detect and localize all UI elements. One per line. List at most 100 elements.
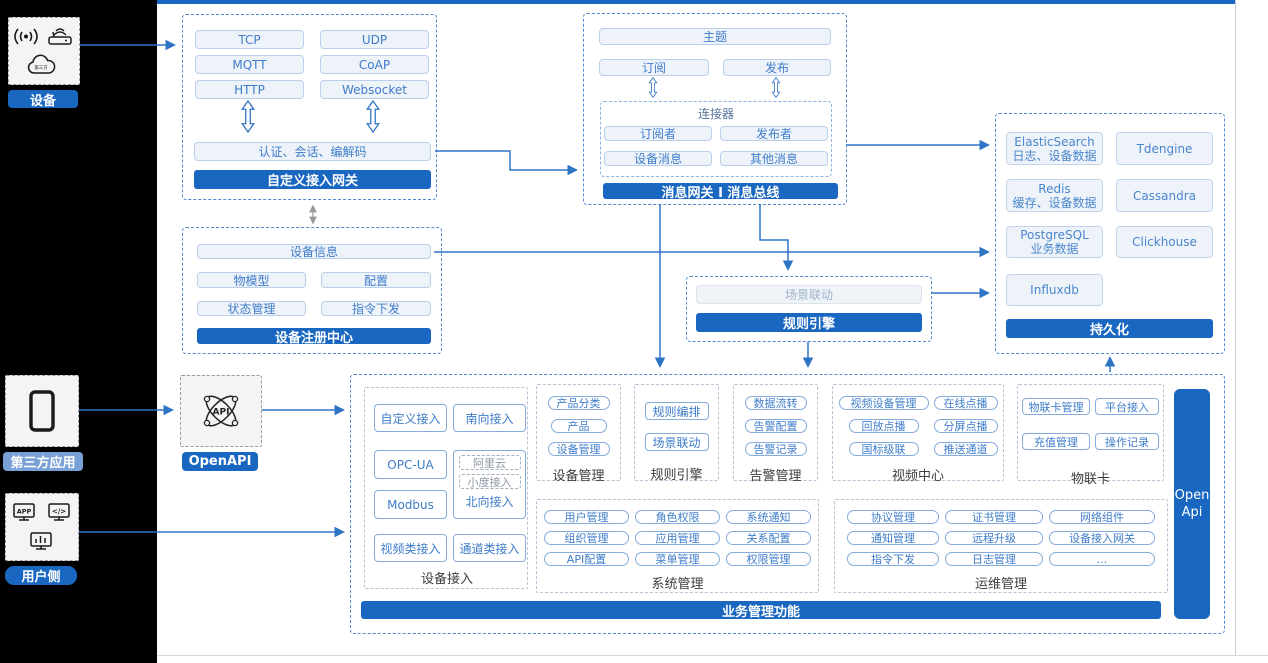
aliyun-access: 阿里云 <box>458 455 521 470</box>
device-access-label: 设备接入 <box>420 572 473 587</box>
store-cassandra: Cassandra <box>1116 179 1213 212</box>
app-mgmt-btn: 应用管理 <box>635 531 720 545</box>
custom-gateway-title-bar: 自定义接入网关 <box>194 170 431 189</box>
org-mgmt-btn: 组织管理 <box>544 531 629 545</box>
opc-ua-btn: OPC-UA <box>374 450 447 479</box>
recharge-mgmt-btn: 充值管理 <box>1022 433 1090 450</box>
message-bus-title-bar: 消息网关 I 消息总线 <box>603 183 838 201</box>
system-mgmt-label: 系统管理 <box>651 577 704 592</box>
northbound-access-label: 北向接入 <box>465 495 514 509</box>
user-side-label: 用户侧 <box>5 566 77 585</box>
system-mgmt-section: 用户管理 角色权限 系统通知 组织管理 应用管理 关系配置 API配置 菜单管理… <box>536 499 819 593</box>
custom-gateway-box: TCP UDP MQTT CoAP HTTP Websocket 认证、会话、编… <box>182 14 437 200</box>
device-mgmt-section: 产品分类 产品 设备管理 设备管理 <box>536 384 621 484</box>
other-message-btn: 其他消息 <box>720 151 828 166</box>
store-name: Cassandra <box>1132 188 1197 203</box>
subscriber-btn: 订阅者 <box>604 126 712 141</box>
store-name: Influxdb <box>1030 283 1079 297</box>
product-btn: 产品 <box>550 419 607 433</box>
command-send-btn: 指令下发 <box>847 552 939 566</box>
video-center-label: 视频中心 <box>891 469 944 484</box>
app-screen-icon <box>13 503 35 521</box>
store-name: Redis <box>1038 181 1071 196</box>
third-party-label: 第三方应用 <box>3 452 83 471</box>
data-flow-btn: 数据流转 <box>744 396 807 410</box>
protocol-mqtt: MQTT <box>195 55 304 74</box>
device-mgmt-btn: 设备管理 <box>547 442 610 456</box>
third-party-icon-box <box>5 375 79 447</box>
code-screen-icon <box>48 503 70 521</box>
channel-access-btn: 通道类接入 <box>453 534 526 562</box>
store-name: Tdengine <box>1136 141 1193 156</box>
operation-record-btn: 操作记录 <box>1095 433 1159 450</box>
canvas-bottom-border <box>157 655 1268 656</box>
cert-mgmt-btn: 证书管理 <box>945 510 1043 524</box>
device-label: 设备 <box>8 90 78 109</box>
canvas-top-border <box>157 0 1236 4</box>
store-influxdb: Influxdb <box>1006 274 1103 306</box>
open-api-bar: Open Api <box>1174 389 1210 619</box>
phone-icon <box>29 390 55 432</box>
store-name: ElasticSearch <box>1014 134 1095 149</box>
code-text: </> <box>52 508 66 516</box>
thing-model-btn: 物模型 <box>197 272 306 288</box>
video-access-btn: 视频类接入 <box>374 534 447 562</box>
device-registry-title-bar: 设备注册中心 <box>197 328 431 346</box>
device-icons: 第三方 <box>14 28 72 74</box>
store-desc: 业务数据 <box>1030 242 1079 256</box>
relation-config-btn: 关系配置 <box>726 531 811 545</box>
protocol-mgmt-btn: 协议管理 <box>847 510 939 524</box>
alarm-record-btn: 告警记录 <box>744 442 807 456</box>
app-text: APP <box>17 508 32 516</box>
device-registry-box: 设备信息 物模型 配置 状态管理 指令下发 设备注册中心 <box>182 227 442 354</box>
protocol-http: HTTP <box>195 80 304 99</box>
scene-linkage-bar: 场景联动 <box>696 285 922 304</box>
openapi-icon-text: API <box>213 408 230 418</box>
store-name: PostgreSQL <box>1020 228 1089 242</box>
cloud-icon <box>27 54 56 74</box>
store-desc: 日志、设备数据 <box>1012 148 1097 163</box>
system-notice-btn: 系统通知 <box>726 510 811 524</box>
device-access-gateway-btn: 设备接入网关 <box>1049 531 1155 545</box>
store-desc: 缓存、设备数据 <box>1012 195 1097 210</box>
permission-mgmt-btn: 权限管理 <box>726 552 811 566</box>
protocol-udp: UDP <box>320 30 429 49</box>
platform-access-btn: 平台接入 <box>1095 398 1159 415</box>
rule-engine-box: 场景联动 规则引擎 <box>686 276 932 342</box>
custom-access-btn: 自定义接入 <box>374 404 447 432</box>
command-send-btn: 指令下发 <box>321 301 431 316</box>
router-icon <box>48 28 72 45</box>
device-info-bar: 设备信息 <box>197 244 431 259</box>
video-device-mgmt-btn: 视频设备管理 <box>838 396 929 410</box>
store-tdengine: Tdengine <box>1116 132 1213 165</box>
api-config-btn: API配置 <box>544 552 629 566</box>
log-mgmt-btn: 日志管理 <box>945 552 1043 566</box>
scene-linkage-btn: 场景联动 <box>644 433 709 451</box>
iot-card-mgmt-btn: 物联卡管理 <box>1022 398 1090 415</box>
business-footer-bar: 业务管理功能 <box>361 601 1161 620</box>
openapi-icon-box: API <box>180 375 262 447</box>
alarm-mgmt-label: 告警管理 <box>749 469 802 484</box>
rule-orchestration-btn: 规则编排 <box>644 402 709 420</box>
publish-btn: 发布 <box>723 59 831 76</box>
status-mgmt-btn: 状态管理 <box>197 301 306 316</box>
ops-mgmt-section: 协议管理 证书管理 网络组件 通知管理 远程升级 设备接入网关 指令下发 日志管… <box>834 499 1168 593</box>
cloud-text: 第三方 <box>34 64 48 71</box>
push-channel-btn: 推送通道 <box>933 442 998 456</box>
subscribe-btn: 订阅 <box>599 59 709 76</box>
message-bus-box: 主题 订阅 发布 连接器 订阅者 发布者 设备消息 其他消息 消息网关 I 消息… <box>583 13 847 205</box>
auth-session-codec-bar: 认证、会话、编解码 <box>194 142 431 161</box>
more-btn: ... <box>1049 552 1155 566</box>
signal-dot <box>24 34 28 39</box>
iot-card-label: 物联卡 <box>1070 472 1110 487</box>
southbound-access-btn: 南向接入 <box>453 404 526 432</box>
notice-mgmt-btn: 通知管理 <box>847 531 939 545</box>
connector-title: 连接器 <box>697 107 734 121</box>
store-name: Clickhouse <box>1132 235 1197 249</box>
openapi-label: OpenAPI <box>182 452 258 471</box>
playback-btn: 回放点播 <box>848 419 919 433</box>
iot-card-section: 物联卡管理 平台接入 充值管理 操作记录 物联卡 <box>1017 384 1164 487</box>
